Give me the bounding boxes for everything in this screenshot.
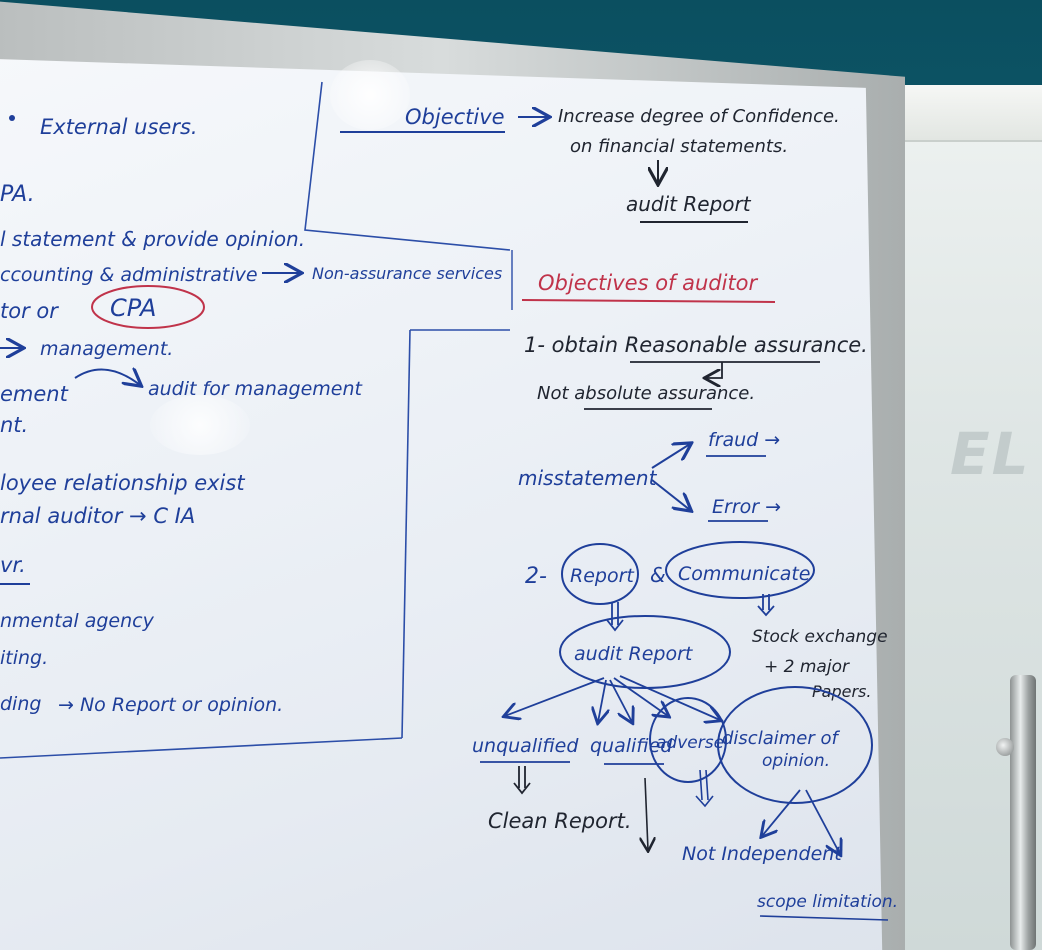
objective-text-2: on financial statements.: [570, 136, 788, 157]
objective-item-2-and: &: [650, 563, 666, 587]
misstatement-label: misstatement: [518, 466, 658, 490]
branch-arrow: [619, 675, 720, 720]
branch-arrow: [609, 679, 632, 722]
note-agency: nmental agency: [0, 610, 155, 632]
light-reflection: [150, 395, 250, 455]
audit-report-label: audit Report: [574, 643, 694, 665]
note-non-assurance: Non-assurance services: [312, 264, 502, 283]
note-internal-auditor: rnal auditor → C IA: [0, 504, 195, 528]
stock-exchange-line2: + 2 major: [764, 657, 850, 677]
note-accounting: ccounting & administrative: [0, 264, 258, 286]
opinion-disclaimer-line2: opinion.: [762, 751, 830, 771]
divider-line: [0, 737, 403, 759]
note-ding: ding: [0, 693, 41, 715]
note-no-report: → No Report or opinion.: [58, 694, 283, 716]
light-reflection: [330, 60, 410, 130]
opinion-disclaimer-line1: disclaimer of: [722, 728, 840, 749]
note-cpa: CPA: [110, 294, 156, 322]
divider-line: [304, 81, 511, 251]
double-arrow-down: [699, 769, 709, 801]
scope-limitation-label: scope limitation.: [757, 892, 898, 912]
opinion-adverse: adverse: [656, 733, 724, 753]
bullet-dot: [9, 115, 15, 121]
double-arrow-down: [611, 602, 619, 625]
opinion-unqualified: unqualified: [472, 735, 579, 757]
misstatement-error: Error →: [712, 496, 781, 518]
curved-arrow: [74, 369, 140, 385]
note-statement: l statement & provide opinion.: [0, 227, 305, 251]
note-pa: PA.: [0, 182, 35, 207]
note-iting: iting.: [0, 647, 48, 669]
arrow-to-fraud: [651, 444, 690, 469]
opinion-qualified: qualified: [590, 735, 673, 757]
note-audit-for-management: audit for management: [148, 378, 364, 400]
note-management: management.: [40, 338, 173, 360]
not-independent-label: Not Independent: [682, 843, 843, 865]
arrow-not-independent: [762, 789, 801, 836]
note-vr: vr.: [0, 553, 26, 577]
wall-logo-fragment: EL: [950, 420, 1031, 488]
arrow-head: [513, 782, 531, 795]
note-external-users: External users.: [40, 115, 198, 139]
arrow-to-note: [706, 362, 723, 378]
note-nt: nt.: [0, 413, 28, 437]
objective-text-1: Increase degree of Confidence.: [558, 106, 840, 127]
arrow-head: [695, 795, 714, 808]
audit-report-circle: [559, 615, 731, 689]
whiteboard-surface: [0, 58, 883, 950]
wall-trim: [880, 85, 1042, 142]
door-handle: [1010, 675, 1036, 950]
objective-item-2-communicate: Communicate: [678, 563, 811, 585]
underline: [759, 915, 889, 921]
communicate-circle: [665, 541, 815, 599]
double-arrow-down: [762, 594, 770, 610]
arrow-head: [606, 619, 624, 632]
clean-report-label: Clean Report.: [488, 809, 632, 833]
objective-item-1: 1- obtain Reasonable assurance.: [524, 333, 868, 357]
cpa-circle: [91, 285, 205, 329]
door-handle-mount: [996, 738, 1014, 756]
divider-line: [401, 329, 411, 739]
report-circle: [561, 543, 639, 605]
double-arrow-down: [518, 766, 526, 788]
arrow-head: [757, 605, 775, 617]
objective-item-1-note: Not absolute assurance.: [537, 383, 755, 404]
stock-exchange-line1: Stock exchange: [752, 627, 888, 647]
note-tor-or: tor or: [0, 299, 59, 323]
auditor-objectives-heading: Objectives of auditor: [538, 271, 759, 295]
branch-arrow: [598, 679, 606, 722]
main-objective-label: Objective: [405, 105, 505, 129]
misstatement-fraud: fraud →: [708, 429, 780, 451]
arrow-to-error: [651, 479, 690, 510]
objective-item-2-report: Report: [570, 565, 635, 587]
note-ement: ement: [0, 382, 69, 406]
stock-exchange-line3: Papers.: [812, 682, 871, 701]
branch-arrow: [505, 677, 605, 716]
note-relationship: loyee relationship exist: [0, 471, 245, 495]
arrow-qualified: [645, 777, 648, 850]
adverse-circle: [649, 697, 727, 783]
heading-underline: [521, 299, 776, 303]
arrow-scope-limitation: [805, 789, 840, 854]
objective-result: audit Report: [626, 192, 752, 216]
branch-arrow: [613, 677, 668, 716]
disclaimer-circle: [717, 686, 873, 804]
objective-item-2-num: 2-: [525, 564, 547, 589]
